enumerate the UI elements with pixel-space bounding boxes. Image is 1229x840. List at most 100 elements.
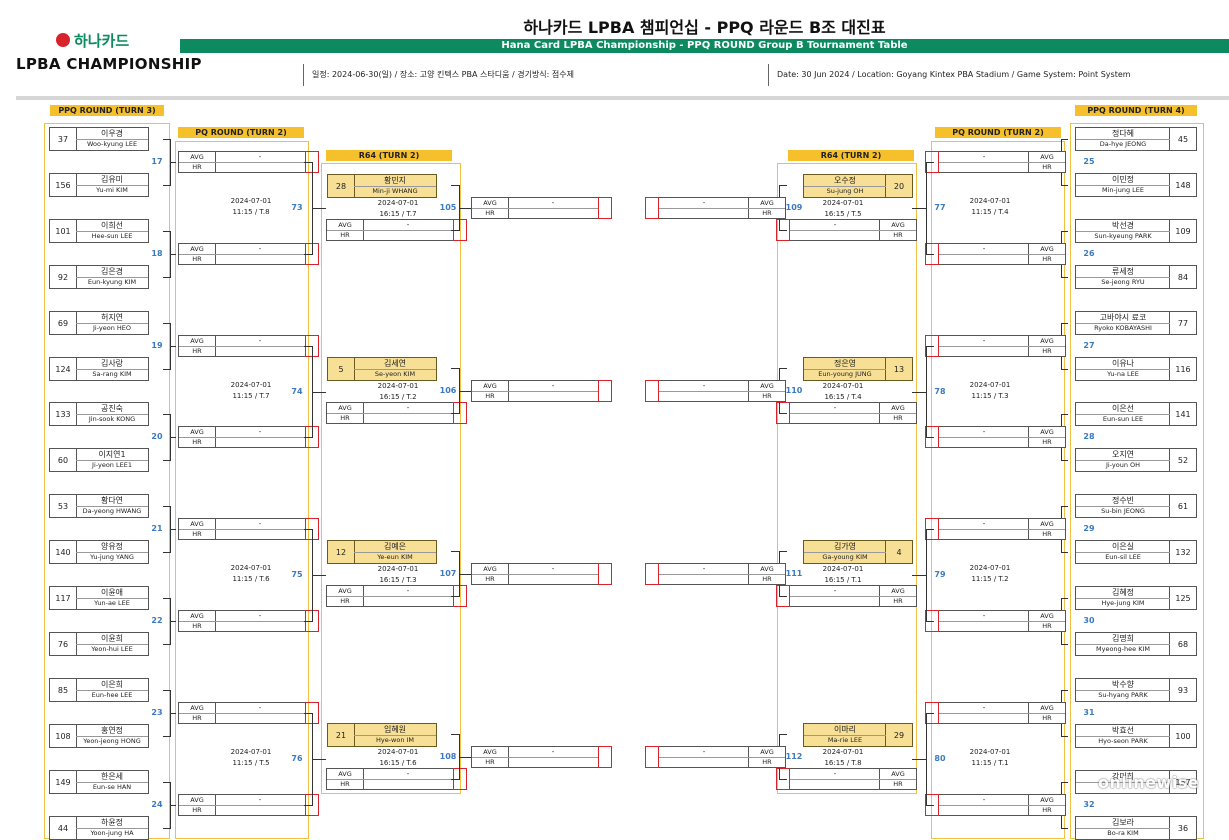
bracket-line [779, 413, 787, 414]
player-name-kr: 공진숙 [76, 403, 148, 415]
bracket-line [163, 644, 170, 645]
bracket-line [451, 413, 459, 414]
player-name-en: Hye-jung KIM [1101, 599, 1145, 607]
match-date: 2024-07-01 [969, 197, 1011, 205]
player-name-kr: 이윤애 [76, 587, 148, 599]
player-name-en: Sa-rang KIM [92, 370, 132, 378]
bracket-line [1061, 231, 1068, 232]
bracket-line [1061, 139, 1068, 140]
avg-value: - [790, 586, 880, 597]
match-number: 25 [1083, 157, 1095, 166]
bracket-line [451, 368, 459, 369]
bracket-line [1061, 552, 1068, 553]
hr-label: HR [748, 574, 785, 584]
player-name-en: Se-yeon KIM [374, 370, 416, 378]
bracket-line [1061, 782, 1068, 783]
hr-label: HR [327, 413, 364, 423]
score-cell [645, 380, 659, 402]
player-name-en: Hee-sun LEE [91, 232, 133, 240]
player-name-kr: 하윤정 [76, 817, 148, 829]
match-time: 16:15 / T.3 [379, 576, 417, 584]
hr-label: HR [1028, 529, 1065, 539]
bracket-line [459, 208, 471, 209]
match-number: 28 [1083, 432, 1095, 441]
hr-label: HR [327, 779, 364, 789]
right-r64-column [777, 163, 917, 794]
player-name-kr: 이민정 [1076, 174, 1170, 186]
bracket-line [304, 529, 312, 530]
player-name-kr: 홍연정 [76, 725, 148, 737]
player-name-en: Eun-young JUNG [818, 370, 872, 378]
bracket-line [451, 230, 459, 231]
player-seed: 141 [1169, 403, 1196, 425]
player-name-kr: 오지연 [1076, 449, 1170, 461]
player-seed: 133 [50, 403, 77, 425]
avg-label: AVG [179, 519, 216, 530]
event-info-kr: 일정: 2024-06-30(일) / 장소: 고양 킨텍스 PBA 스타디움 … [303, 64, 574, 86]
avg-value: - [659, 564, 749, 575]
bracket-line [1061, 277, 1068, 278]
score-cell [925, 335, 939, 357]
player-seed: 84 [1169, 266, 1196, 288]
score-cell [925, 702, 939, 724]
player-seed: 69 [50, 312, 77, 334]
bracket-line [926, 162, 927, 255]
avg-value: - [508, 198, 598, 209]
player-name-kr: 이윤희 [76, 633, 148, 645]
event-info-en: Date: 30 Jun 2024 / Location: Goyang Kin… [768, 64, 1131, 86]
bracket-line [163, 139, 170, 140]
hr-label: HR [1028, 346, 1065, 356]
bracket-line [459, 574, 471, 575]
avg-label: AVG [1028, 611, 1065, 622]
player-seed: 93 [1169, 679, 1196, 701]
player-name-kr: 이희선 [76, 220, 148, 232]
bracket-line [170, 162, 176, 163]
match-time: 11:15 / T.6 [232, 575, 270, 583]
player-seed: 156 [50, 174, 77, 196]
score-cell [925, 518, 939, 540]
bracket-line [1061, 185, 1068, 186]
player-seed: 101 [50, 220, 77, 242]
player-seed: 13 [885, 358, 912, 380]
bracket-line [926, 805, 934, 806]
avg-label: AVG [179, 611, 216, 622]
player-name-en: Su-jung OH [826, 187, 864, 195]
avg-value: - [939, 244, 1029, 255]
bracket-line [451, 734, 459, 735]
player-name-kr: 김명희 [1076, 633, 1170, 645]
bracket-line [170, 621, 176, 622]
hr-label: HR [327, 596, 364, 606]
bracket-line [1061, 690, 1068, 691]
avg-label: AVG [879, 220, 916, 231]
round-label-ppq4: PPQ ROUND (TURN 4) [1075, 105, 1197, 116]
player-seed: 125 [1169, 587, 1196, 609]
bracket-line [779, 185, 787, 186]
match-date: 2024-07-01 [822, 748, 864, 756]
score-cell [598, 197, 612, 219]
match-time: 16:15 / T.4 [824, 393, 862, 401]
bracket-line [779, 368, 787, 369]
player-name-en: Da-yeong HWANG [82, 507, 142, 515]
player-name-kr: 이유나 [1076, 358, 1170, 370]
player-name-kr: 류세정 [1076, 266, 1170, 278]
